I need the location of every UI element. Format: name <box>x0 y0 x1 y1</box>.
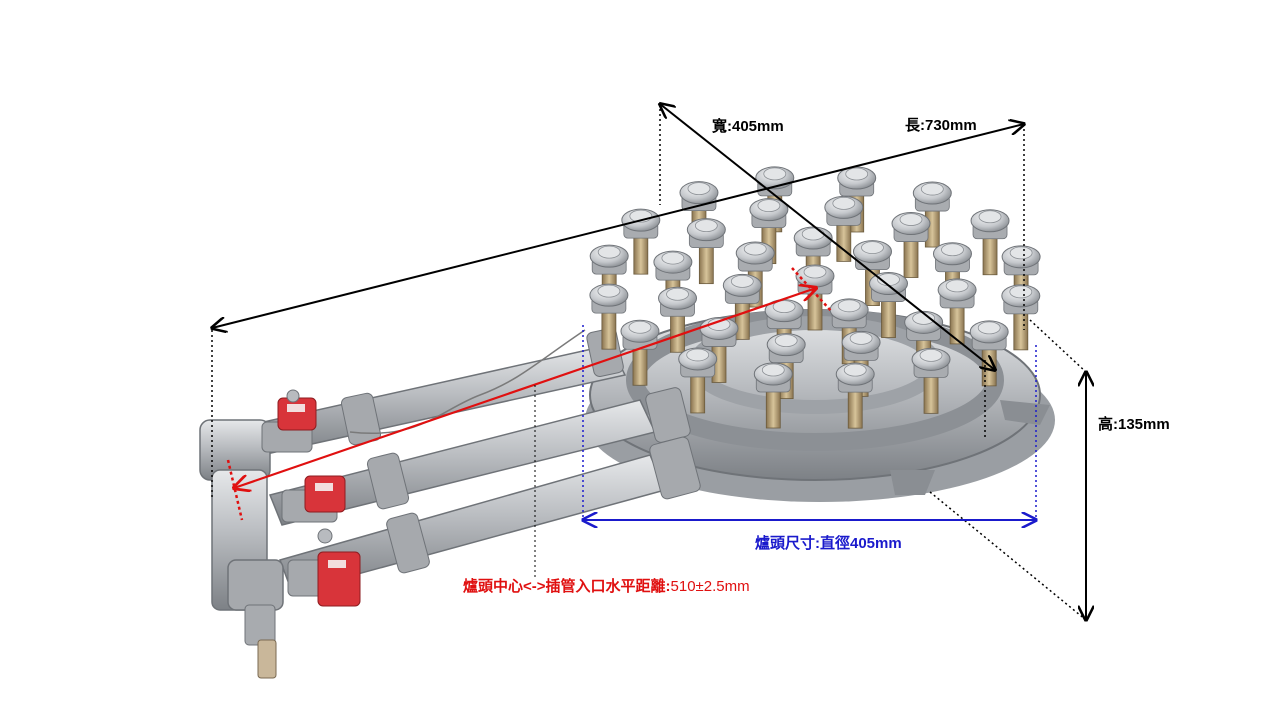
length-label: 長:730mm <box>905 117 977 134</box>
center-distance-value: 510±2.5mm <box>671 578 750 595</box>
center-distance-text: 爐頭中心<->插管入口水平距離: <box>463 577 671 595</box>
valve-3 <box>287 528 361 607</box>
height-label: 高:135mm <box>1098 415 1170 433</box>
width-dimension-line <box>660 104 995 370</box>
nozzle <box>970 209 1010 276</box>
center-distance-label: 爐頭中心<->插管入口水平距離:510±2.5mm <box>463 577 750 595</box>
manifold <box>199 419 284 679</box>
center-distance-dimension-line <box>234 288 816 488</box>
width-label: 寬:405mm <box>712 117 784 135</box>
valve-2 <box>281 475 346 523</box>
dimension-lines <box>212 104 1086 620</box>
nozzle <box>686 218 726 285</box>
nozzle <box>891 212 931 278</box>
nozzle <box>1001 284 1041 351</box>
burner-diameter-label: 爐頭尺寸:直徑405mm <box>755 534 902 552</box>
